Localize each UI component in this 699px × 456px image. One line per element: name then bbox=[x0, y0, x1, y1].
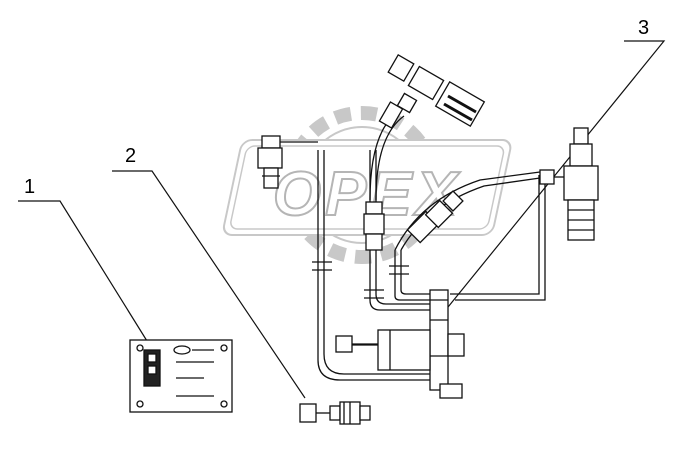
callout-label-1: 1 bbox=[24, 176, 36, 198]
control-box-component-1 bbox=[129, 339, 233, 413]
callout-label-3: 3 bbox=[638, 17, 650, 39]
top-sensor-component bbox=[378, 53, 486, 129]
wiring-harness bbox=[312, 109, 546, 381]
callout-label-2: 2 bbox=[125, 145, 137, 167]
small-plug-connector bbox=[335, 335, 378, 353]
callout-leaders bbox=[18, 40, 666, 399]
right-sensor-component bbox=[539, 127, 599, 241]
module-assembly-3 bbox=[377, 289, 465, 399]
sensor-component-2 bbox=[299, 401, 371, 425]
left-upper-connector bbox=[257, 135, 318, 189]
middle-connectors bbox=[363, 190, 464, 251]
